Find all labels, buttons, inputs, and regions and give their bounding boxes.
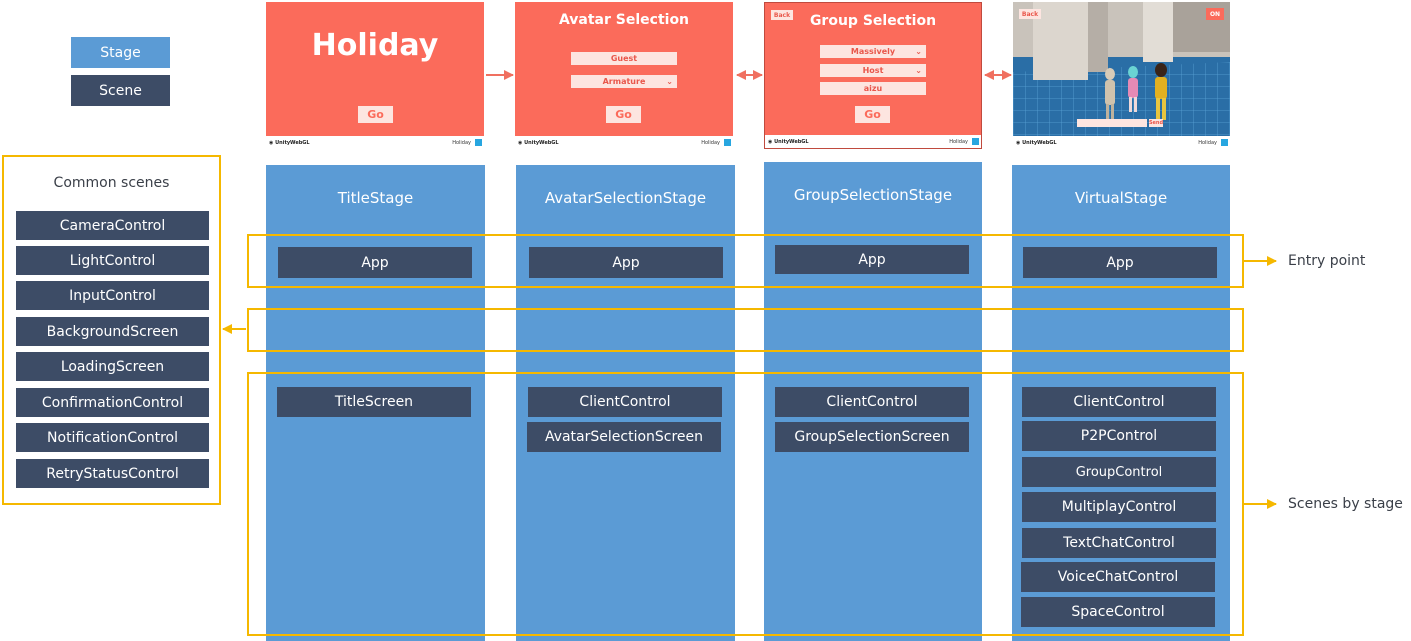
shot-footer [1013,136,1230,149]
scene-text-chat-control: TextChatControl [1022,528,1216,558]
avatar-selection-screen-preview: Avatar Selection Guest Armature⌄ Go ◉ Un… [515,2,733,149]
scene-group-client-control: ClientControl [775,387,969,417]
common-scene-background-screen: BackgroundScreen [15,316,210,347]
common-scene-confirmation-control: ConfirmationControl [15,387,210,418]
chevron-down-icon: ⌄ [666,77,673,86]
legend-scene-label: Scene [99,82,142,99]
avatar-selection-heading: Avatar Selection [558,12,690,28]
avatar-select: Armature⌄ [571,75,677,88]
footer-brand: Holiday [452,140,471,146]
unity-logo-icon: ◉ Unity [518,140,540,146]
toggle-on-button: ON [1206,8,1224,20]
common-scenes-row-highlight [247,308,1244,352]
webgl-logo-icon: WebGL [789,139,809,145]
scene-p2p-control: P2PControl [1022,421,1216,451]
legend-scene: Scene [71,75,170,106]
avatar-go-button: Go [606,106,641,123]
fullscreen-icon [972,138,979,145]
fullscreen-icon [1221,139,1228,146]
virtual-scene-illustration [1013,2,1230,149]
name-input: Guest [571,52,677,65]
stage-name: AvatarSelectionStage [544,189,707,207]
entry-app-group-stage: App [775,245,969,274]
chat-input [1077,119,1147,127]
mode-select: Massively⌄ [820,45,926,58]
common-scene-notification-control: NotificationControl [15,422,210,453]
footer-brand: Holiday [1198,140,1217,146]
back-button: Back [1019,9,1041,19]
shot-footer [515,136,733,149]
scene-group-selection-screen: GroupSelectionScreen [775,422,969,452]
footer-brand: Holiday [949,139,968,145]
common-scene-loading-screen: LoadingScreen [15,351,210,382]
common-scene-input-control: InputControl [15,280,210,311]
scene-avatar-client-control: ClientControl [528,387,722,417]
group-name-input: aizu [820,82,926,95]
footer-brand: Holiday [701,140,720,146]
shot-footer [765,135,981,148]
chevron-down-icon: ⌄ [915,66,922,75]
title-screen-preview: Holiday Go ◉ Unity WebGL Holiday [266,2,484,149]
legend-stage: Stage [71,37,170,68]
entry-app-avatar-stage: App [529,247,723,278]
group-selection-heading: Group Selection [809,13,937,29]
fullscreen-icon [724,139,731,146]
unity-logo-icon: ◉ Unity [768,139,790,145]
entry-app-virtual-stage: App [1023,247,1217,278]
stage-name: TitleStage [337,189,414,207]
chevron-down-icon: ⌄ [915,47,922,56]
entry-point-row-highlight [247,234,1244,288]
role-select: Host⌄ [820,64,926,77]
group-go-button: Go [855,106,890,123]
scenes-by-stage-label: Scenes by stage [1288,496,1403,512]
virtual-space-screen-preview: Back ON Send ◉ Unity WebGL Holiday [1013,2,1230,149]
entry-point-label: Entry point [1288,253,1366,269]
common-scenes-panel: Common scenes CameraControl LightControl… [2,155,221,505]
legend-stage-label: Stage [100,44,141,61]
scene-space-control: SpaceControl [1021,597,1215,627]
scenes-by-stage-highlight [247,372,1244,636]
common-scenes-title: Common scenes [53,175,170,191]
webgl-logo-icon: WebGL [1037,140,1057,146]
shot-footer [266,136,484,149]
back-button: Back [771,10,793,20]
stage-name: VirtualStage [1074,189,1168,207]
scene-title-screen: TitleScreen [277,387,471,417]
entry-app-title-stage: App [278,247,472,278]
webgl-logo-icon: WebGL [539,140,559,146]
fullscreen-icon [475,139,482,146]
unity-logo-icon: ◉ Unity [1016,140,1038,146]
group-selection-screen-preview: Back Group Selection Massively⌄ Host⌄ ai… [764,2,982,149]
unity-logo-icon: ◉ Unity [269,140,291,146]
title-go-button: Go [358,106,393,123]
holiday-heading: Holiday [311,28,439,63]
send-button: Send [1148,119,1164,127]
common-scene-retry-status-control: RetryStatusControl [15,458,210,489]
scene-voice-chat-control: VoiceChatControl [1021,562,1215,592]
common-scene-camera-control: CameraControl [15,210,210,241]
webgl-logo-icon: WebGL [290,140,310,146]
scene-multiplay-control: MultiplayControl [1022,492,1216,522]
scene-group-control: GroupControl [1022,457,1216,487]
scene-avatar-selection-screen: AvatarSelectionScreen [527,422,721,452]
stage-name: GroupSelectionStage [793,186,953,204]
common-scene-light-control: LightControl [15,245,210,276]
scene-virtual-client-control: ClientControl [1022,387,1216,417]
